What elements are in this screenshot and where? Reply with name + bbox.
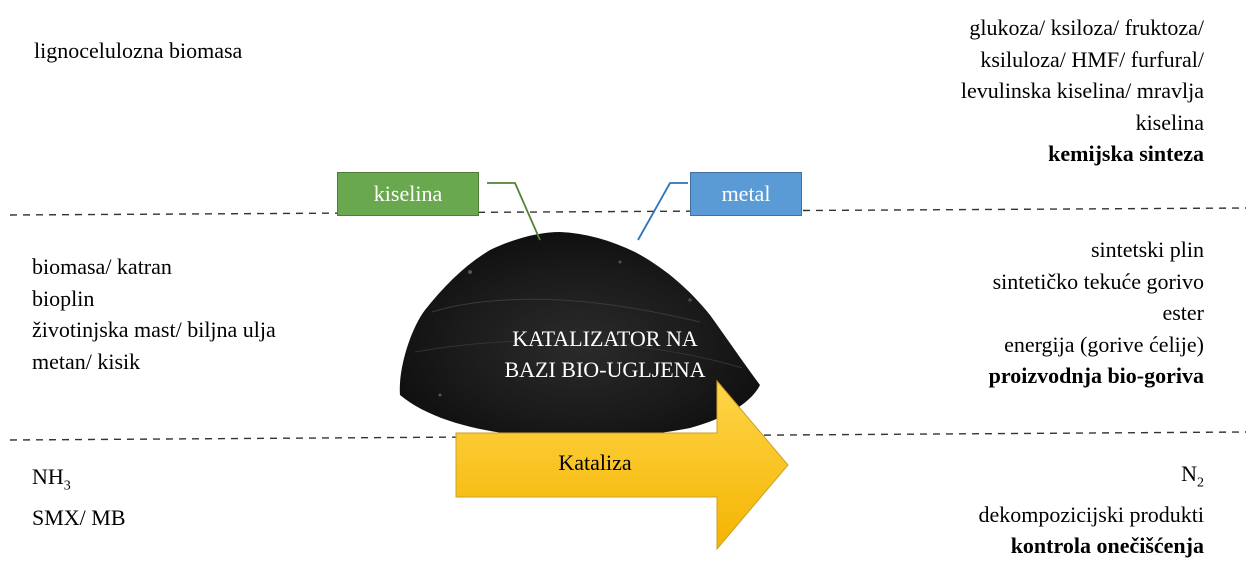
biofuel-line: sintetski plin (1090, 237, 1204, 262)
biofuel-products: sintetski plin sintetičko tekuće gorivo … (784, 234, 1204, 392)
pollutants: NH3 SMX/ MB (32, 461, 126, 533)
biofuel-line: energija (gorive ćelije) (1004, 331, 1204, 357)
catalyst-label-line2: BAZI BIO-UGLJENA (504, 357, 706, 382)
catalyst-label-line1: KATALIZATOR NA (512, 326, 698, 351)
product-line: glukoza/ ksiloza/ fruktoza/ (969, 15, 1204, 40)
acid-box: kiselina (337, 172, 479, 216)
pollutant-ammonia: NH3 (32, 461, 126, 502)
catalysis-label: Kataliza (558, 450, 632, 475)
feedstock-line: životinjska mast/ biljna ulja (32, 317, 276, 342)
biofuel-feedstocks: biomasa/ katran bioplin životinjska mast… (32, 251, 276, 377)
acid-connector-line (487, 182, 541, 241)
feedstock-lignocellulose: lignocelulozna biomasa (34, 38, 243, 63)
product-line: ksiluloza/ HMF/ furfural/ (980, 46, 1204, 72)
feedstock-line: bioplin (32, 285, 95, 311)
catalyst-label: KATALIZATOR NA BAZI BIO-UGLJENA (455, 323, 755, 385)
feedstock-line: biomasa/ katran (32, 254, 172, 279)
separator-bottom (9, 431, 1246, 441)
product-line: kiselina (1135, 109, 1204, 135)
pollution-control-heading: kontrola onečišćenja (1010, 533, 1204, 559)
pollution-control-products: N2 dekompozicijski produkti kontrola one… (784, 458, 1204, 562)
product-nitrogen: N2 (784, 458, 1204, 499)
biofuel-line: sintetičko tekuće gorivo (992, 268, 1204, 294)
ammonia-text: NH (32, 464, 64, 489)
nitrogen-subscript: 2 (1197, 475, 1204, 491)
pollutant-line: SMX/ MB (32, 504, 126, 530)
separator-top (9, 207, 1246, 216)
chemical-synthesis-heading: kemijska sinteza (1048, 141, 1204, 166)
metal-box: metal (690, 172, 802, 216)
feedstock-line: metan/ kisik (32, 348, 141, 374)
nitrogen-text: N (1181, 461, 1197, 486)
ammonia-subscript: 3 (63, 478, 71, 494)
chemical-synthesis-products: glukoza/ ksiloza/ fruktoza/ ksiluloza/ H… (784, 12, 1204, 170)
biofuel-line: ester (1162, 300, 1204, 325)
biofuel-production-heading: proizvodnja bio-goriva (988, 363, 1204, 388)
metal-connector-line (637, 182, 688, 241)
decomposition-products: dekompozicijski produkti (978, 501, 1204, 527)
product-line: levulinska kiselina/ mravlja (960, 78, 1204, 103)
catalysis-arrow (455, 379, 789, 551)
